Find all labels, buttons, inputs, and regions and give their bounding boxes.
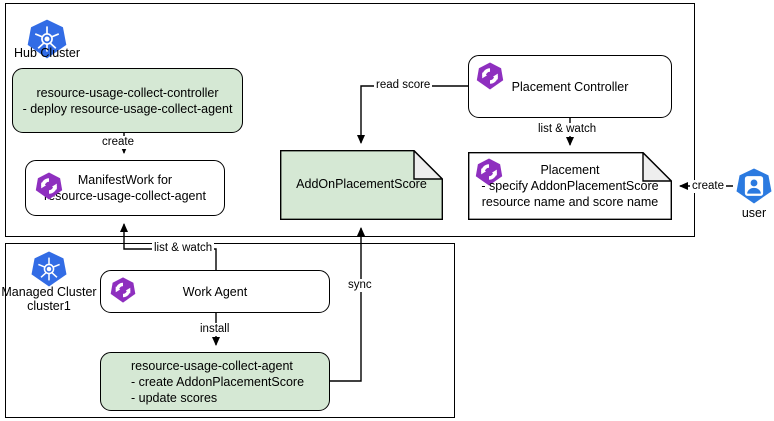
user-icon[interactable] (735, 167, 773, 205)
node-placement-controller[interactable]: Placement Controller (468, 55, 672, 118)
edge-label-install: install (198, 323, 232, 336)
node-label: Placement Controller (511, 79, 629, 94)
node-label: AddOnPlacementScore (296, 177, 427, 191)
kubernetes-icon (30, 250, 68, 288)
edge-label-read-score: read score (374, 79, 433, 92)
kubernetes-icon (26, 18, 68, 60)
node-manifestwork[interactable]: ManifestWork for resource-usage-collect-… (25, 160, 225, 216)
ocm-work-icon (475, 61, 505, 95)
ocm-work-icon (109, 276, 137, 308)
node-label: Work Agent (182, 284, 248, 299)
node-label: resource-usage-collect-controller - depl… (22, 85, 233, 116)
node-addon-placement-score[interactable]: AddOnPlacementScore (280, 149, 444, 220)
edge-label-create: create (100, 136, 136, 149)
edge-label-list-watch-work: list & watch (152, 242, 215, 255)
node-placement[interactable]: Placement - specify AddonPlacementScore … (468, 151, 673, 220)
node-label: Placement - specify AddonPlacementScore … (481, 163, 659, 209)
edge-label-create-placement: create (690, 180, 726, 193)
node-resource-usage-collect-controller[interactable]: resource-usage-collect-controller - depl… (12, 68, 243, 133)
managed-cluster-container (5, 243, 455, 418)
managed-cluster-label: Managed Cluster cluster1 (1, 285, 97, 313)
node-work-agent[interactable]: Work Agent (100, 270, 330, 313)
edge-label-sync: sync (346, 279, 374, 292)
hub-cluster-label: Hub Cluster (14, 46, 80, 60)
ocm-work-icon (34, 171, 64, 205)
node-label: resource-usage-collect-agent - create Ad… (131, 358, 305, 405)
ocm-work-icon (474, 157, 504, 192)
node-resource-usage-collect-agent[interactable]: resource-usage-collect-agent - create Ad… (100, 352, 330, 411)
edge-label-list-watch-placement: list & watch (536, 123, 599, 136)
node-label: ManifestWork for resource-usage-collect-… (44, 173, 206, 203)
user-label: user (741, 206, 767, 220)
